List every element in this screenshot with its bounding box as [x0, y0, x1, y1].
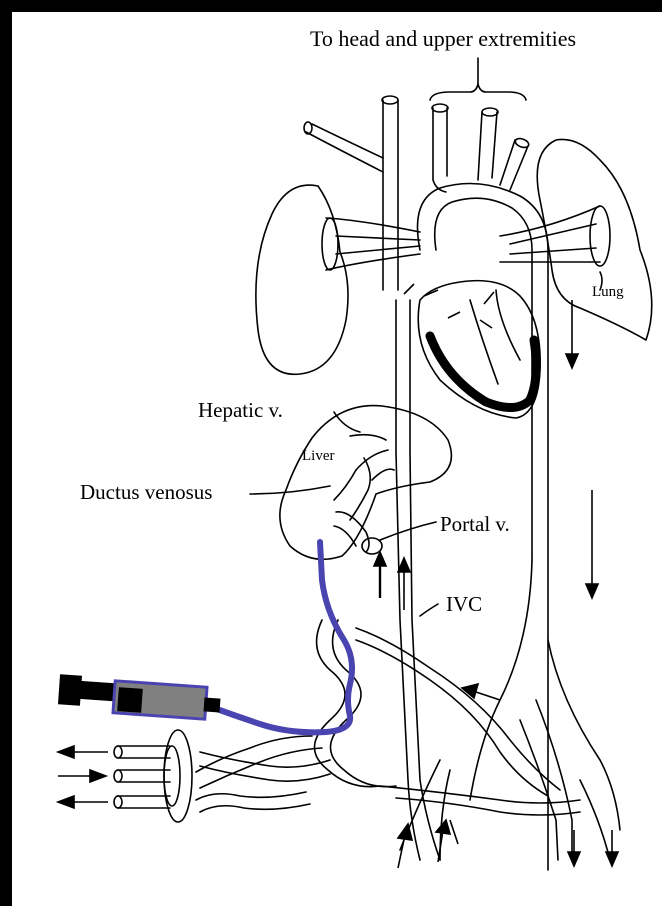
leader-ivc — [420, 604, 438, 616]
label-lung: Lung — [592, 284, 624, 301]
label-ductus-venosus: Ductus venosus — [80, 480, 212, 505]
label-head-extremities: To head and upper extremities — [310, 26, 576, 52]
lung-left — [256, 185, 348, 374]
vessel-mid — [478, 112, 482, 180]
lung-right — [537, 139, 652, 340]
leader-ductus — [250, 486, 330, 494]
syringe — [59, 675, 220, 719]
label-ivc: IVC — [446, 592, 482, 617]
portal-vein — [336, 512, 369, 552]
label-portal-vein: Portal v. — [440, 512, 510, 537]
umbilical-catheter — [214, 542, 352, 732]
label-hepatic-vein: Hepatic v. — [198, 398, 283, 423]
vessel-left — [433, 108, 446, 192]
head-bracket — [430, 84, 526, 100]
ivc — [396, 300, 420, 860]
liver — [280, 406, 452, 560]
label-liver: Liver — [302, 448, 334, 465]
leader-portal — [380, 522, 436, 540]
vessel-right — [500, 140, 515, 185]
